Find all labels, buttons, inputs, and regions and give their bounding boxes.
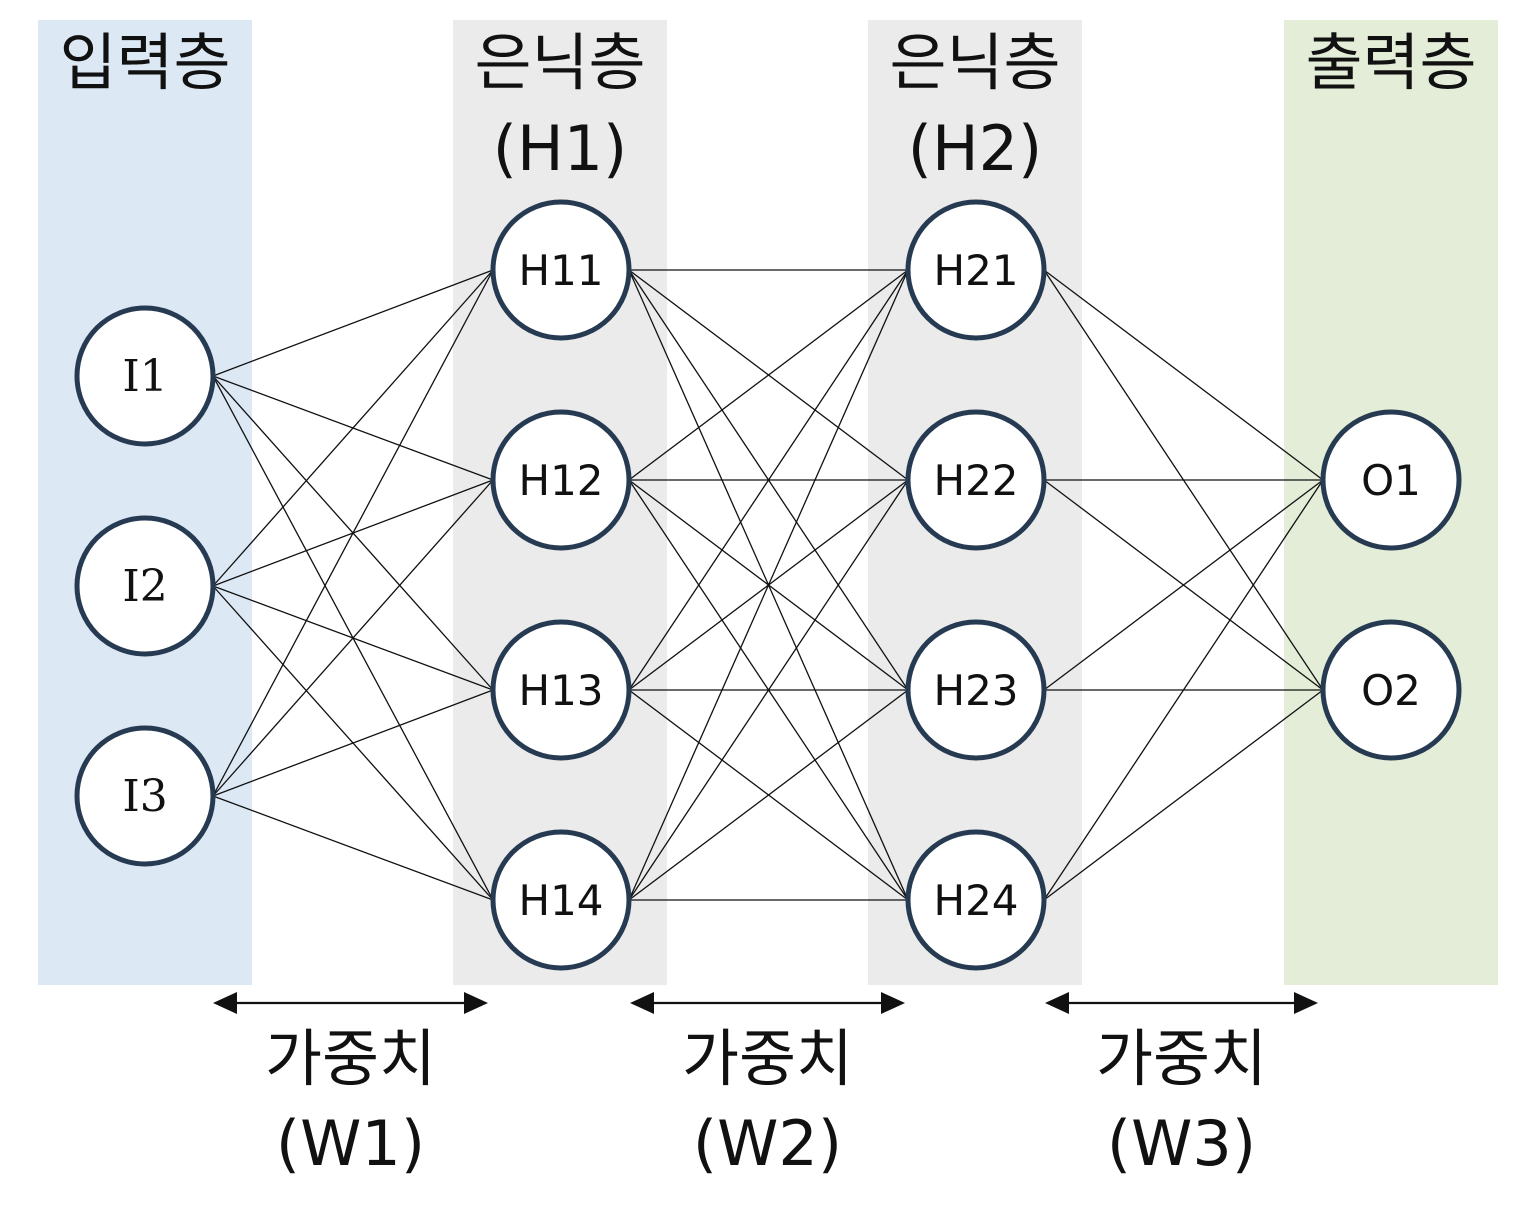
arrowhead-left-icon — [630, 992, 654, 1014]
node-label: H14 — [518, 876, 603, 925]
layer-subtitle-hidden1: (H1) — [493, 112, 627, 185]
node-h14: H14 — [490, 829, 632, 971]
weight-w3: 가중치 (W3) — [1045, 992, 1318, 1180]
arrowhead-right-icon — [1294, 992, 1318, 1014]
node-o2: O2 — [1320, 619, 1462, 761]
node-circle — [905, 619, 1047, 761]
node-circle — [490, 829, 632, 971]
weight-sublabel: (W2) — [693, 1107, 842, 1180]
node-circle — [74, 725, 216, 867]
node-circle — [905, 409, 1047, 551]
edge-h24-o1 — [1043, 479, 1324, 901]
node-h24: H24 — [905, 829, 1047, 971]
layer-bands — [38, 20, 1498, 985]
node-o1: O1 — [1320, 409, 1462, 551]
arrowhead-right-icon — [464, 992, 488, 1014]
edge-i3-h12 — [212, 479, 494, 797]
arrowhead-right-icon — [881, 992, 905, 1014]
edge-h12-h21 — [628, 269, 909, 481]
edge-h24-o2 — [1043, 689, 1324, 901]
node-label: I2 — [122, 561, 167, 612]
node-label: H23 — [933, 666, 1018, 715]
edge-i3-h11 — [212, 269, 494, 797]
node-h23: H23 — [905, 619, 1047, 761]
node-circle — [74, 305, 216, 447]
edge-h14-h23 — [628, 689, 909, 901]
node-label: H11 — [518, 246, 603, 295]
node-i1: I1 — [74, 305, 216, 447]
edge-h14-h21 — [628, 269, 909, 901]
layer-title-output: 출력층 — [1305, 26, 1476, 99]
edge-h13-h21 — [628, 269, 909, 691]
node-circle — [1320, 619, 1462, 761]
node-i2: I2 — [74, 515, 216, 657]
weight-label: 가중치 — [265, 1022, 436, 1095]
node-circle — [1320, 409, 1462, 551]
node-circle — [490, 199, 632, 341]
node-h13: H13 — [490, 619, 632, 761]
weight-annotations: 가중치 (W1) 가중치 (W2) 가중치 (W3) — [213, 992, 1318, 1180]
node-label: H24 — [933, 876, 1018, 925]
node-circle — [905, 829, 1047, 971]
layer-title-input: 입력층 — [59, 26, 230, 99]
node-label: O1 — [1361, 456, 1421, 505]
edge-h21-o1 — [1043, 269, 1324, 481]
weight-label: 가중치 — [682, 1022, 853, 1095]
connections — [212, 269, 1324, 901]
edge-i3-h13 — [212, 689, 494, 797]
node-circle — [74, 515, 216, 657]
arrowhead-left-icon — [1045, 992, 1069, 1014]
edge-i1-h11 — [212, 269, 494, 377]
weight-sublabel: (W1) — [276, 1107, 425, 1180]
edge-i3-h14 — [212, 795, 494, 901]
edge-h14-h22 — [628, 479, 909, 901]
node-circle — [490, 409, 632, 551]
node-label: I3 — [122, 771, 167, 822]
weight-w1: 가중치 (W1) — [213, 992, 488, 1180]
node-h21: H21 — [905, 199, 1047, 341]
arrowhead-left-icon — [213, 992, 237, 1014]
layer-title-hidden2: 은닉층 — [889, 26, 1060, 99]
weight-label: 가중치 — [1096, 1022, 1267, 1095]
edge-i2-h11 — [212, 269, 494, 587]
layer-titles: 입력층 은닉층 (H1) 은닉층 (H2) 출력층 — [59, 26, 1476, 185]
node-label: H13 — [518, 666, 603, 715]
node-label: H22 — [933, 456, 1018, 505]
node-h12: H12 — [490, 409, 632, 551]
node-circle — [905, 199, 1047, 341]
node-circle — [490, 619, 632, 761]
weight-w2: 가중치 (W2) — [630, 992, 905, 1180]
node-label: O2 — [1361, 666, 1421, 715]
edge-h23-o1 — [1043, 479, 1324, 691]
node-label: H12 — [518, 456, 603, 505]
node-label: I1 — [122, 351, 167, 402]
weight-sublabel: (W3) — [1107, 1107, 1256, 1180]
layer-title-hidden1: 은닉층 — [474, 26, 645, 99]
node-h11: H11 — [490, 199, 632, 341]
node-h22: H22 — [905, 409, 1047, 551]
layer-subtitle-hidden2: (H2) — [908, 112, 1042, 185]
node-label: H21 — [933, 246, 1018, 295]
node-i3: I3 — [74, 725, 216, 867]
